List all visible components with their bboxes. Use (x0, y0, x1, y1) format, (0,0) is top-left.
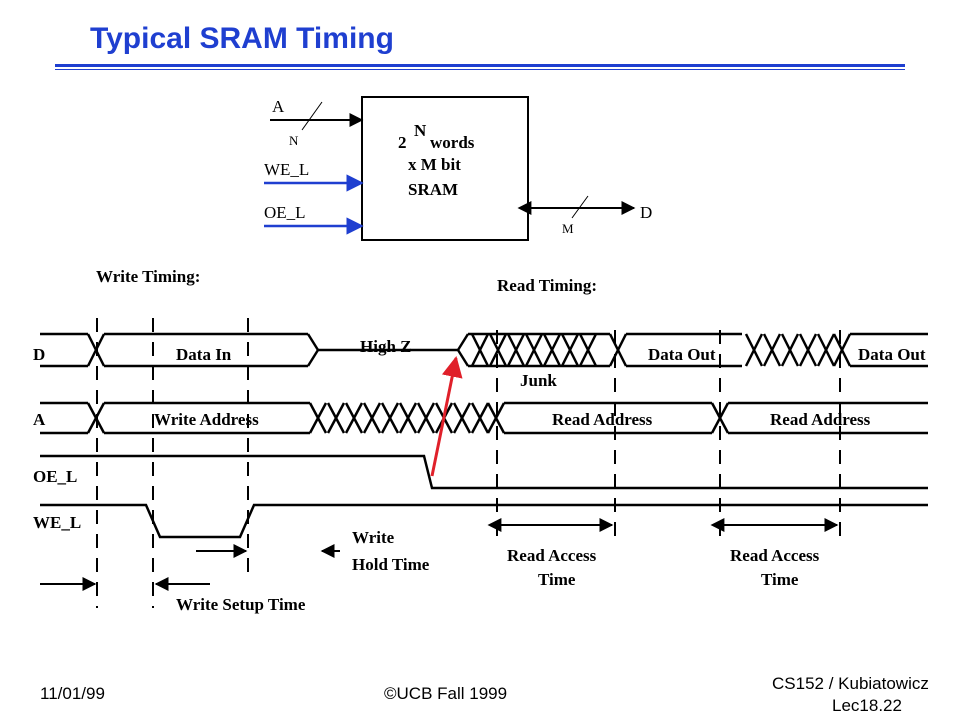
read-access-label-2a: Read Access (730, 546, 820, 565)
sram-block (361, 96, 529, 241)
block-superscript: N (414, 121, 427, 140)
footer-copyright: ©UCB Fall 1999 (384, 684, 508, 703)
address-slash (301, 101, 323, 131)
read-access-label-2b: Time (761, 570, 799, 589)
junk-label: Junk (520, 371, 557, 390)
title-underline-thin (55, 69, 905, 70)
we-waveform (40, 503, 928, 539)
hold-time-label: Hold Time (352, 555, 430, 574)
read-access-label-1b: Time (538, 570, 576, 589)
write-timing-heading: Write Timing: (96, 267, 200, 286)
data-pin-label: D (640, 203, 652, 222)
data-in-label: Data In (176, 345, 232, 364)
write-label: Write (352, 528, 395, 547)
read-access-label-1a: Read Access (507, 546, 597, 565)
data-out-label-1: Data Out (648, 345, 716, 364)
red-arrow (430, 355, 463, 477)
oe-pin-label: OE_L (264, 203, 306, 222)
block-line3: SRAM (408, 180, 458, 199)
footer-course: CS152 / Kubiatowicz (772, 674, 929, 693)
we-pin-label: WE_L (264, 160, 309, 179)
data-slash (571, 195, 589, 219)
read-address-label-1: Read Address (552, 410, 653, 429)
a-signal-label: A (33, 410, 46, 429)
block-words: words (430, 133, 475, 152)
write-address-label: Write Address (154, 410, 259, 429)
a-waveform (40, 401, 928, 435)
oe-waveform (40, 454, 928, 490)
high-z-label: High Z (360, 337, 412, 356)
d-signal-label: D (33, 345, 45, 364)
footer-date: 11/01/99 (40, 684, 105, 703)
read-address-label-2: Read Address (770, 410, 871, 429)
block-line2: x M bit (408, 155, 461, 174)
data-out-label-2: Data Out (858, 345, 926, 364)
oe-signal-label: OE_L (33, 467, 77, 486)
page-title: Typical SRAM Timing (90, 22, 394, 55)
footer-lecture: Lec18.22 (832, 696, 902, 715)
we-signal-label: WE_L (33, 513, 81, 532)
title-underline (55, 64, 905, 67)
data-width-label: M (562, 221, 574, 236)
write-setup-label: Write Setup Time (176, 595, 306, 614)
d-waveform (40, 332, 928, 368)
read-timing-heading: Read Timing: (497, 276, 597, 295)
address-pin-label: A (272, 97, 285, 116)
block-line1: 2 (398, 133, 407, 152)
address-width-label: N (289, 133, 299, 148)
